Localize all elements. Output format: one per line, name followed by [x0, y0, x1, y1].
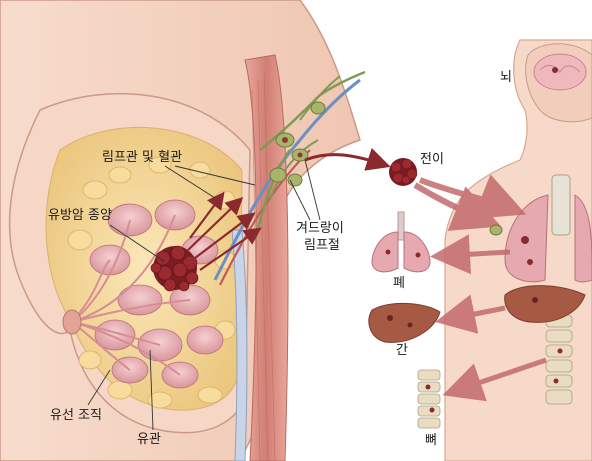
- brain: [533, 53, 587, 91]
- affected-lymph-nodes: [282, 137, 303, 158]
- tumor-spread-arrows: [187, 191, 262, 271]
- organ-arrows: [430, 234, 547, 402]
- nipple: [62, 309, 82, 335]
- circulating-tumor-cluster: [389, 158, 418, 186]
- label-milk-duct: 유관: [137, 432, 161, 447]
- label-lymph-blood-vessels: 림프관 및 혈관: [102, 150, 183, 165]
- label-glandular-tissue: 유선 조직: [50, 408, 102, 423]
- metastasis-arrow: [304, 147, 391, 171]
- label-metastasis: 전이: [420, 152, 444, 167]
- milk-ducts: [71, 214, 191, 376]
- metastasis-flow-arrows: [413, 174, 527, 231]
- label-axillary-lymph-nodes-line1: 겨드랑이: [296, 221, 344, 236]
- label-lung: 폐: [393, 276, 405, 291]
- rib-column: [231, 229, 248, 461]
- lung-organ: [371, 211, 431, 273]
- label-liver: 간: [396, 343, 408, 358]
- label-brain: 뇌: [500, 70, 512, 85]
- distant-lymph-node: [489, 224, 503, 236]
- breast-tumor: [150, 245, 199, 292]
- body-spine: [545, 174, 573, 405]
- body-lungs: [504, 194, 592, 283]
- label-leaders: [87, 159, 321, 431]
- liver-organ: [368, 302, 441, 343]
- label-axillary-lymph-nodes-line2: 림프절: [304, 238, 340, 253]
- label-bone: 뼈: [425, 433, 437, 448]
- breast-cross-section: [0, 0, 391, 461]
- bone-organ: [417, 369, 441, 429]
- blood-and-lymph-vessels: [213, 70, 366, 286]
- label-breast-tumor: 유방암 종양: [48, 208, 112, 223]
- body-liver: [504, 285, 586, 323]
